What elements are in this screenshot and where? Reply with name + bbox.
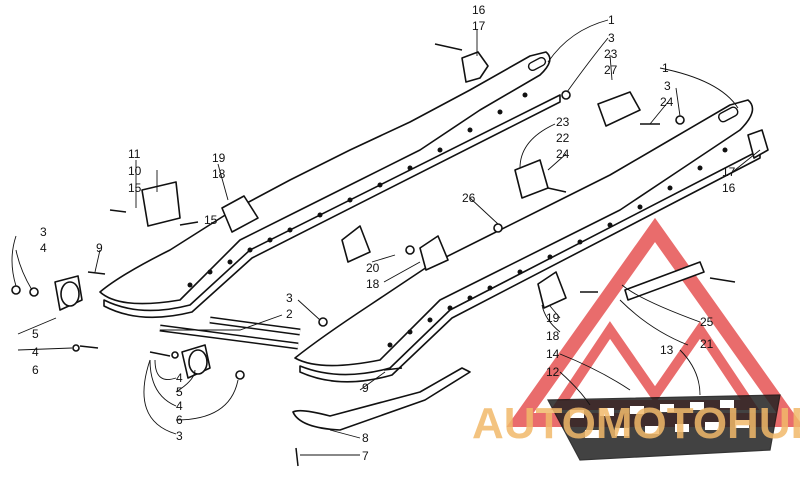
callout-16a: 16 bbox=[472, 3, 486, 17]
callout-13: 13 bbox=[660, 343, 674, 357]
callout-5b: 5 bbox=[176, 385, 183, 399]
callout-19b: 19 bbox=[546, 311, 560, 325]
callout-7: 7 bbox=[362, 449, 369, 463]
callout-4d: 4 bbox=[176, 399, 183, 413]
callout-labels: 16 17 1 3 23 27 1 3 24 23 22 24 17 16 11… bbox=[32, 3, 736, 463]
callout-26: 26 bbox=[462, 191, 476, 205]
callout-23b: 23 bbox=[556, 115, 570, 129]
callout-18c: 18 bbox=[546, 329, 560, 343]
callout-11: 11 bbox=[128, 147, 141, 161]
bracket-right bbox=[747, 129, 769, 159]
callout-21: 21 bbox=[700, 337, 714, 351]
callout-14: 14 bbox=[546, 347, 560, 361]
callout-16b: 16 bbox=[722, 181, 736, 195]
leader-lines bbox=[11, 19, 761, 456]
callout-17b: 17 bbox=[722, 165, 736, 179]
callout-15b: 15 bbox=[204, 213, 218, 227]
callout-18a: 18 bbox=[212, 167, 226, 181]
callout-4c: 4 bbox=[176, 371, 183, 385]
rubber-stopper-left bbox=[54, 275, 83, 311]
slide-rail-rear bbox=[99, 51, 561, 319]
bracket-upper bbox=[461, 51, 489, 83]
callout-20: 20 bbox=[366, 261, 380, 275]
callout-25: 25 bbox=[700, 315, 714, 329]
callout-24b: 24 bbox=[556, 147, 570, 161]
callout-10: 10 bbox=[128, 164, 142, 178]
callout-8: 8 bbox=[362, 431, 369, 445]
callout-3b: 3 bbox=[664, 79, 671, 93]
callout-3c: 3 bbox=[40, 225, 47, 239]
cross-shafts bbox=[159, 316, 301, 350]
rubber-stopper-right bbox=[181, 344, 211, 379]
wear-strip bbox=[624, 261, 705, 301]
callout-23a: 23 bbox=[604, 47, 618, 61]
callout-4a: 4 bbox=[40, 241, 47, 255]
mount-plate-a bbox=[221, 195, 259, 233]
callout-3a: 3 bbox=[608, 31, 615, 45]
callout-27: 27 bbox=[604, 63, 618, 77]
callout-4b: 4 bbox=[32, 345, 39, 359]
callout-19a: 19 bbox=[212, 151, 226, 165]
callout-24a: 24 bbox=[660, 95, 674, 109]
callout-6a: 6 bbox=[32, 363, 39, 377]
mount-plate-c bbox=[419, 235, 449, 271]
mount-plate-d bbox=[537, 271, 567, 309]
watermark-text: AUTOMOTOHUB bbox=[472, 399, 800, 448]
callout-5a: 5 bbox=[32, 327, 39, 341]
track-section bbox=[547, 394, 781, 461]
idler-bracket-left bbox=[141, 181, 181, 227]
mount-plate-b bbox=[341, 225, 371, 263]
callout-18b: 18 bbox=[366, 277, 380, 291]
callout-12: 12 bbox=[546, 365, 560, 379]
ski-runner bbox=[292, 367, 471, 431]
bumper-block-upper bbox=[597, 91, 641, 127]
callout-6b: 6 bbox=[176, 413, 183, 427]
callout-22: 22 bbox=[556, 131, 570, 145]
callout-2: 2 bbox=[286, 307, 293, 321]
callout-1b: 1 bbox=[662, 61, 669, 75]
slide-rail-front bbox=[294, 99, 761, 383]
callout-17a: 17 bbox=[472, 19, 486, 33]
callout-3e: 3 bbox=[176, 429, 183, 443]
callout-3d: 3 bbox=[286, 291, 293, 305]
callout-1a: 1 bbox=[608, 13, 615, 27]
callout-9b: 9 bbox=[362, 381, 369, 395]
callout-9a: 9 bbox=[96, 241, 103, 255]
callout-15a: 15 bbox=[128, 181, 142, 195]
